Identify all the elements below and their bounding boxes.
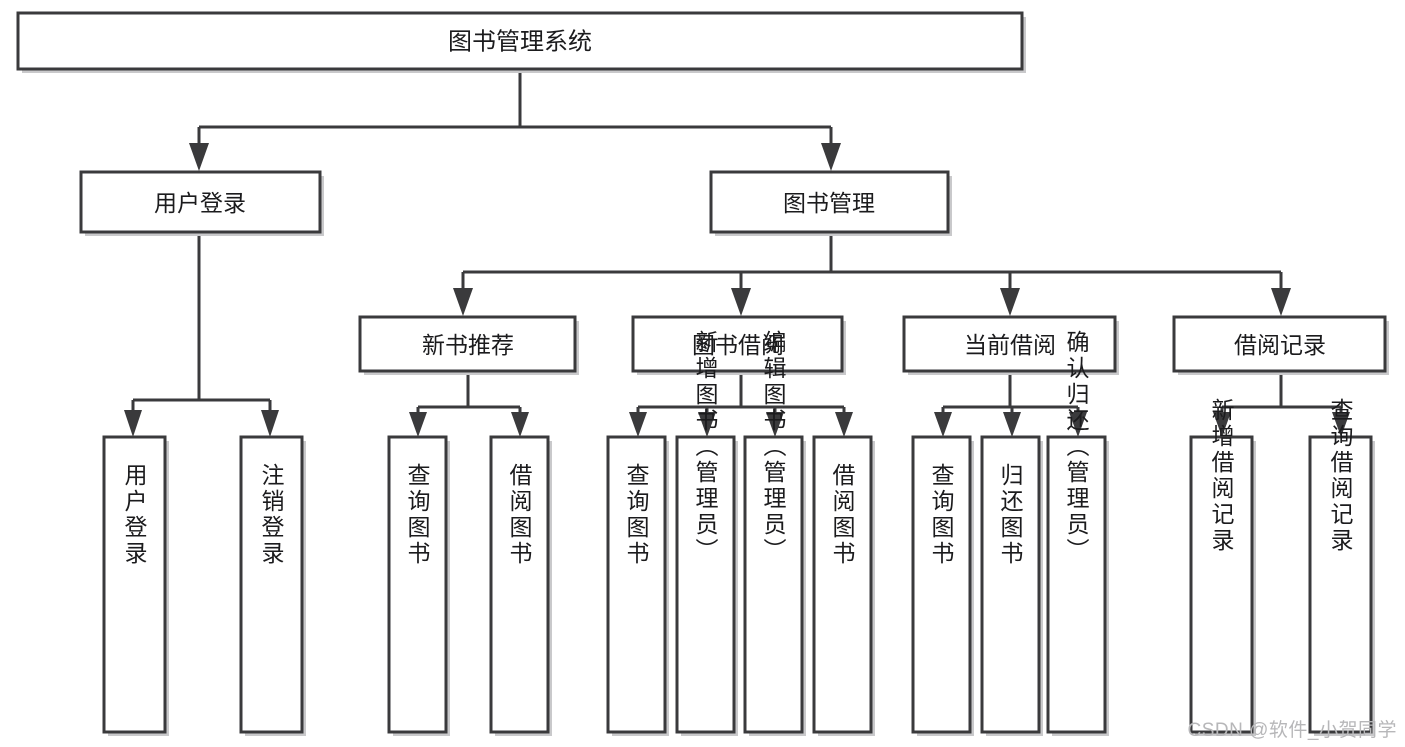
- node-leaf13-label: 查询借阅记录: [1327, 398, 1354, 554]
- arrow-head-borrow: [731, 288, 751, 316]
- node-leaf3-label: 查询图书: [404, 463, 431, 567]
- node-leaf8-box[interactable]: [812, 435, 873, 734]
- node-leaf8[interactable]: 借阅图书: [812, 435, 875, 736]
- node-leaf1[interactable]: 用户登录: [102, 435, 169, 736]
- connector-group-borrow-to-leaves: [629, 375, 853, 437]
- arrow-head-leaf1: [124, 410, 142, 437]
- node-leaf9-box[interactable]: [911, 435, 972, 734]
- connector-group-root-to-level2: [189, 70, 841, 171]
- connector-group-newbook-to-leaves: [409, 375, 529, 437]
- arrow-head-records: [1271, 288, 1291, 316]
- node-current-box[interactable]: [902, 315, 1117, 373]
- node-leaf13-box[interactable]: [1308, 435, 1373, 734]
- node-leaf8-label: 借阅图书: [829, 463, 856, 567]
- arrow-head-leaf7: [766, 412, 784, 437]
- arrow-head-leaf4: [511, 412, 529, 437]
- node-leaf12[interactable]: 新增借阅记录: [1189, 398, 1256, 736]
- node-root[interactable]: 图书管理系统: [16, 11, 1026, 73]
- node-records[interactable]: 借阅记录: [1172, 315, 1389, 375]
- node-borrow-box[interactable]: [631, 315, 844, 373]
- node-bookmgmt-label: 图书管理: [783, 190, 875, 216]
- node-leaf9-label: 查询图书: [928, 463, 955, 567]
- arrow-head-leaf6: [698, 412, 716, 437]
- connector-group-login-to-leaves: [124, 232, 279, 437]
- csdn-watermark: CSDN @软件_小贺同学: [1187, 720, 1397, 741]
- node-login[interactable]: 用户登录: [79, 170, 324, 236]
- node-leaf11[interactable]: 确认归还（管理员）: [1046, 330, 1109, 736]
- arrow-head-leaf9: [934, 412, 952, 437]
- node-leaf5[interactable]: 查询图书: [606, 435, 669, 736]
- arrow-head-leaf3: [409, 412, 427, 437]
- node-leaf7-label: 编辑图书（管理员）: [760, 330, 787, 564]
- node-leaf9[interactable]: 查询图书: [911, 435, 974, 736]
- node-leaf11-label: 确认归还（管理员）: [1063, 330, 1090, 564]
- node-newbook[interactable]: 新书推荐: [358, 315, 579, 375]
- arrow-head-leaf2: [261, 410, 279, 437]
- arrow-head-leaf10: [1003, 412, 1021, 437]
- node-bookmgmt-box[interactable]: [709, 170, 950, 234]
- node-leaf1-box[interactable]: [102, 435, 167, 734]
- node-leaf1-label: 用户登录: [121, 463, 148, 567]
- node-newbook-box[interactable]: [358, 315, 577, 373]
- node-current-label: 当前借阅: [964, 332, 1056, 358]
- node-leaf2[interactable]: 注销登录: [239, 435, 306, 736]
- arrow-head-leaf13: [1332, 412, 1350, 437]
- node-leaf10-label: 归还图书: [997, 463, 1024, 567]
- arrow-head-leaf11: [1069, 412, 1087, 437]
- node-bookmgmt[interactable]: 图书管理: [709, 170, 952, 236]
- node-leaf6-box[interactable]: [675, 435, 736, 734]
- node-leaf11-box[interactable]: [1046, 435, 1107, 734]
- node-leaf7-box[interactable]: [743, 435, 804, 734]
- node-leaf4[interactable]: 借阅图书: [489, 435, 552, 736]
- node-leaf2-box[interactable]: [239, 435, 304, 734]
- node-leaf7[interactable]: 编辑图书（管理员）: [743, 330, 806, 736]
- node-login-label: 用户登录: [154, 190, 246, 216]
- node-leaf12-label: 新增借阅记录: [1208, 398, 1235, 554]
- node-newbook-label: 新书推荐: [422, 332, 514, 358]
- arrow-head-leaf5: [629, 412, 647, 437]
- node-leaf10-box[interactable]: [980, 435, 1041, 734]
- node-root-label: 图书管理系统: [448, 29, 592, 56]
- node-leaf5-label: 查询图书: [623, 463, 650, 567]
- node-leaf3[interactable]: 查询图书: [387, 435, 450, 736]
- connector-group-current-to-leaves: [934, 375, 1087, 437]
- node-leaf10[interactable]: 归还图书: [980, 435, 1043, 736]
- node-root-box[interactable]: [16, 11, 1024, 71]
- arrow-head-login: [189, 143, 209, 171]
- arrow-head-current: [1000, 288, 1020, 316]
- node-login-box[interactable]: [79, 170, 322, 234]
- node-leaf3-box[interactable]: [387, 435, 448, 734]
- node-borrow-label: 图书借阅: [692, 332, 784, 358]
- connector-group-bookmgmt-to-level3: [453, 232, 1291, 316]
- node-records-box[interactable]: [1172, 315, 1387, 373]
- node-leaf4-box[interactable]: [489, 435, 550, 734]
- node-leaf13[interactable]: 查询借阅记录: [1308, 398, 1375, 736]
- node-leaf5-box[interactable]: [606, 435, 667, 734]
- connector-group-records-to-leaves: [1213, 375, 1350, 437]
- arrow-head-leaf12: [1213, 412, 1231, 437]
- node-current[interactable]: 当前借阅: [902, 315, 1119, 375]
- node-leaf4-label: 借阅图书: [506, 463, 533, 567]
- arrow-head-leaf8: [835, 412, 853, 437]
- arrow-head-bookmgmt: [821, 143, 841, 171]
- node-leaf6-label: 新增图书（管理员）: [692, 330, 719, 564]
- node-borrow[interactable]: 图书借阅: [631, 315, 846, 375]
- node-leaf2-label: 注销登录: [258, 463, 285, 567]
- node-leaf6[interactable]: 新增图书（管理员）: [675, 330, 738, 736]
- arrow-head-newbook: [453, 288, 473, 316]
- node-records-label: 借阅记录: [1234, 332, 1326, 358]
- node-leaf12-box[interactable]: [1189, 435, 1254, 734]
